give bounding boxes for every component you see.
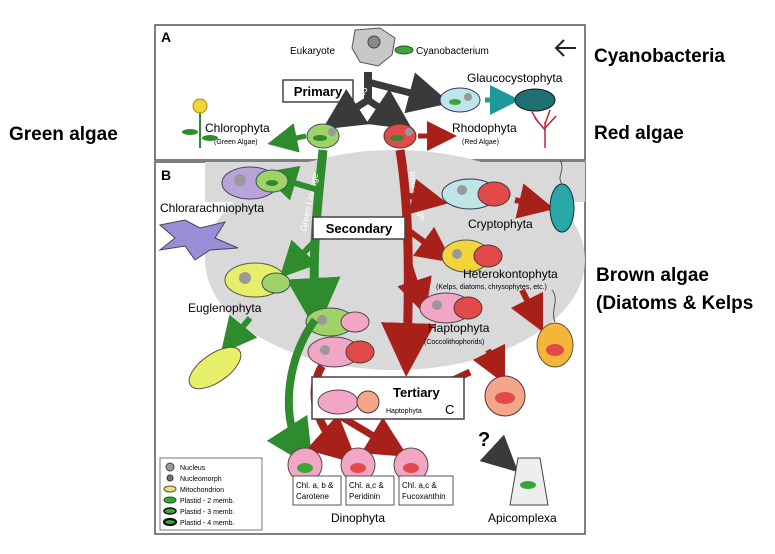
legend-label: Nucleus (180, 465, 206, 472)
red-alga-seaweed-icon (531, 109, 557, 148)
legend: Nucleus Nucleomorph Mitochondrion Plasti… (162, 462, 235, 527)
primary-left-arrow (322, 88, 370, 130)
tertiary-host-cell (317, 389, 359, 415)
dino-box-1 (292, 475, 342, 506)
panel-a-label: A (161, 29, 171, 45)
euglena-cell (224, 262, 291, 298)
crypto-arrow (514, 183, 555, 219)
chlorarachnio-organism (158, 219, 239, 261)
cyanobacterium-label: Cyanobacterium (416, 46, 489, 57)
brown-algae-sub-label: (Diatoms & Kelps (596, 293, 754, 314)
legend-label: Mitochondrion (180, 487, 224, 494)
plastid-3-icon (163, 507, 177, 515)
cryptophyta-label: Cryptophyta (468, 217, 533, 231)
chlorarachniophyta-label: Chlorarachniophyta (160, 201, 264, 215)
arrow-left-icon (554, 39, 576, 57)
apicomplexa-label: Apicomplexa (488, 511, 557, 525)
green-to-dino-arrow (266, 317, 319, 469)
red-lineage-arrow (380, 149, 435, 377)
tertiary-label: Tertiary (393, 385, 440, 400)
legend-label: Plastid - 2 memb. (180, 498, 235, 505)
chlorarachnio-cell (221, 166, 289, 200)
dino-1-line2: Carotene (296, 492, 329, 501)
haptophyta-sub: (Coccolithophorids) (424, 339, 484, 346)
cyanobacterium-icon (394, 45, 414, 55)
green-alga-plant-icon (182, 98, 218, 148)
haptophyta-label: Haptophyta (428, 321, 490, 335)
to-hapto-arrow (397, 259, 432, 316)
tertiary-hapto-cell (356, 390, 380, 414)
plastid-2-icon (163, 496, 177, 504)
crypto-cell (441, 178, 511, 210)
question-mark-2: ? (478, 429, 490, 451)
rhodophyta-label: Rhodophyta (452, 121, 517, 135)
heterokontophyta-label: Heterokontophyta (463, 267, 558, 281)
dino-3-line2: Fucoxanthin (402, 492, 446, 501)
euglenophyta-label: Euglenophyta (188, 301, 262, 315)
nucleomorph-icon (166, 474, 174, 482)
secondary-label: Secondary (326, 221, 393, 236)
heterokont-cell (441, 239, 503, 273)
chlorophyta-sub: (Green Algae) (214, 139, 258, 146)
primary-right-arrow (365, 88, 413, 130)
question-mark-1: ? (362, 87, 368, 98)
glauco-cell (439, 87, 481, 113)
dino-box-3 (398, 475, 454, 506)
red-secondary-cell (307, 336, 375, 368)
dino-2-line1: Chl. a,c & (349, 481, 384, 490)
euglena-organism (188, 346, 242, 390)
cyanobacteria-side-label: Cyanobacteria (594, 46, 725, 67)
rhodophyta-sub: (Red Algae) (462, 139, 499, 146)
hapto-cell (419, 292, 483, 324)
haptophyta-small-label: Haptophyta (386, 408, 422, 415)
to-heterokont-arrow (406, 226, 453, 263)
panel-c-label: C (445, 402, 454, 417)
heterokont-arrow (510, 288, 544, 333)
secondary-box (312, 216, 406, 240)
dino-cell-2 (340, 447, 376, 483)
nucleus-icon (165, 462, 175, 472)
dino-box-2 (345, 475, 395, 506)
dinophyta-label: Dinophyta (331, 511, 385, 525)
eukaryote-label: Eukaryote (290, 46, 335, 57)
red-algae-side-label: Red algae (594, 123, 684, 144)
chlorophyta-label: Chlorophyta (205, 121, 270, 135)
legend-label: Nucleomorph (180, 476, 222, 483)
legend-label: Plastid - 4 memb. (180, 520, 235, 527)
panel-b-label: B (161, 167, 171, 183)
plastid-4-icon (162, 517, 178, 527)
dino-1-line1: Chl. a, b & (296, 481, 334, 490)
apicomplexa-arrow (479, 434, 519, 473)
crypto-organism (549, 183, 575, 233)
eukaryote-cell (351, 27, 396, 67)
mitochondrion-icon (163, 485, 177, 493)
hapto-arrow (472, 343, 506, 385)
dino-3-line1: Chl. a,c & (402, 481, 437, 490)
green-secondary-cell (305, 307, 370, 337)
euglena-arrow (220, 314, 258, 354)
to-euglena-arrow (279, 237, 319, 278)
legend-label: Plastid - 3 memb. (180, 509, 235, 516)
brown-algae-side-label: Brown algae (596, 265, 709, 286)
heterokontophyta-sub: (Kelps, diatoms, chrysophytes, etc.) (436, 284, 547, 291)
green-algae-side-label: Green algae (9, 124, 118, 145)
to-crypto-arrow (404, 178, 448, 215)
primary-label: Primary (294, 84, 343, 99)
tertiary-to-dino-arrow (338, 412, 409, 457)
chlorophyta-arrow (267, 123, 307, 153)
glaucocystophyta-label: Glaucocystophyta (467, 71, 563, 85)
dino-2-line2: Peridinin (349, 492, 380, 501)
legend-box (159, 457, 263, 531)
primary-glauco-arrow (367, 72, 451, 114)
glauco-organism (514, 88, 556, 112)
